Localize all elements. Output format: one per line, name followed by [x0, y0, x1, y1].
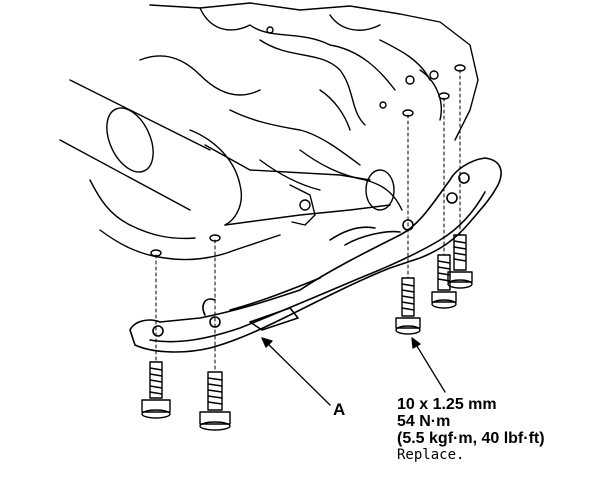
engine-underside: [139, 2, 479, 211]
torque-alt-units: (5.5 kgf·m, 40 lbf·ft): [397, 430, 545, 447]
torque-spec: 10 x 1.25 mm 54 N·m (5.5 kgf·m, 40 lbf·f…: [397, 396, 545, 464]
bolt-right-3: [447, 234, 473, 289]
torque-value: 54 N·m: [397, 413, 451, 430]
mount-holes: [150, 64, 466, 257]
bolt-size: 10 x 1.25 mm: [397, 396, 497, 413]
bolt-right-2: [431, 254, 457, 309]
bolt-left-1: [141, 361, 171, 419]
bolt-axes: [155, 69, 461, 373]
bolt-right-1: [395, 277, 421, 335]
callout-label-a: A: [333, 400, 346, 419]
bolt-left-2: [199, 371, 231, 431]
replace-note: Replace.: [397, 447, 465, 463]
exhaust-pipe: [59, 79, 395, 261]
leader-spec: [411, 337, 446, 393]
leader-a: [261, 337, 331, 406]
